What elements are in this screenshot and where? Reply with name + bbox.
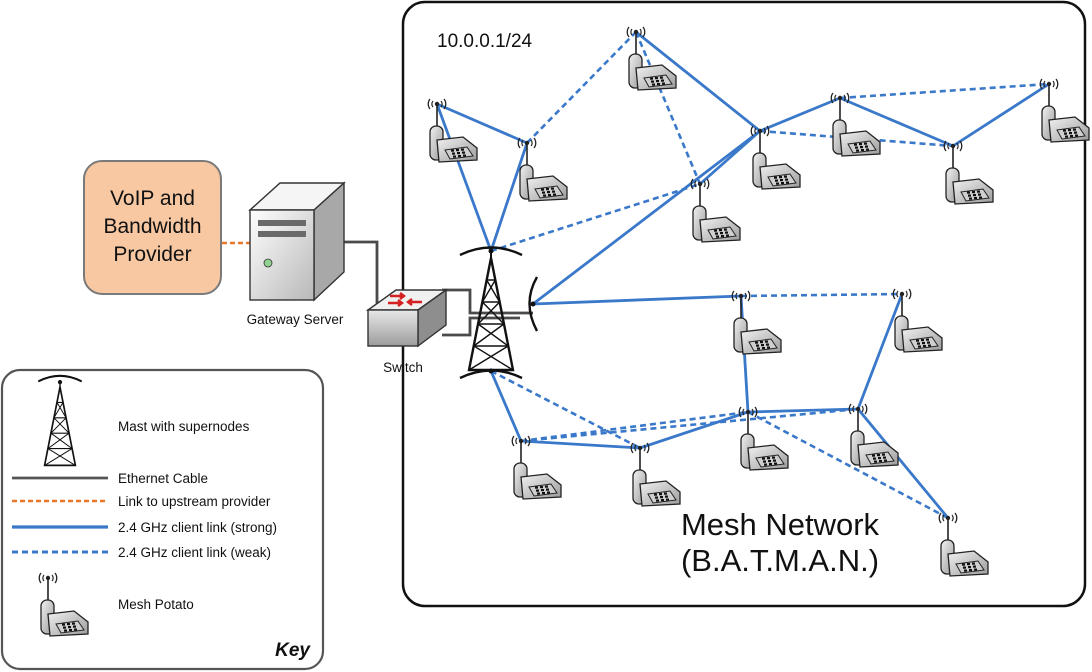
key-ethernet-label: Ethernet Cable [118, 471, 208, 486]
weak-link-b-c [526, 31, 637, 144]
weak-link-e-g [759, 129, 954, 148]
gateway-server-label: Gateway Server [247, 312, 344, 327]
weak-link-mb-l [490, 369, 641, 450]
weak-link-k-n [520, 407, 859, 443]
switch-label: Switch [383, 360, 423, 375]
weak-link-f-h [839, 82, 1050, 100]
strong-link-mr-i [532, 294, 742, 306]
strong-link-mr-e [532, 129, 761, 306]
network-switch-icon [365, 288, 449, 348]
strong-link-k-l [520, 439, 641, 450]
key-weak-label: 2.4 GHz client link (weak) [118, 545, 271, 560]
subnet-label: 10.0.0.1/24 [437, 31, 533, 52]
weak-link-k-m [520, 410, 749, 443]
provider-label-line2: Bandwidth [103, 215, 201, 238]
radio-mast-icon [459, 246, 539, 380]
strong-link-a-mt [435, 103, 493, 252]
links-layer [435, 30, 1050, 520]
mesh-network-subtitle: (B.A.T.M.A.N.) [681, 543, 879, 578]
strong-link-g-h [952, 82, 1050, 148]
ethernet-cable-switch-mast-b [442, 316, 520, 337]
strong-link-n-o [856, 408, 950, 519]
strong-link-d-e [699, 129, 761, 186]
key-panel: Mast with supernodes Ethernet Cable Link… [0, 368, 325, 671]
provider-label-line3: Provider [113, 243, 191, 266]
weak-link-c-d [634, 31, 702, 185]
key-strong-label: 2.4 GHz client link (strong) [118, 520, 277, 535]
weak-link-mt-d [490, 182, 701, 253]
key-mast-label: Mast with supernodes [118, 419, 250, 434]
strong-link-l-m [639, 410, 749, 450]
weak-link-m-o [747, 410, 949, 520]
key-upstream-label: Link to upstream provider [118, 494, 271, 509]
provider-label-line1: VoIP and [110, 187, 195, 210]
strong-link-e-f [759, 96, 841, 133]
voip-provider-box: VoIP and Bandwidth Provider [83, 160, 222, 295]
key-mast-icon [37, 374, 83, 467]
weak-link-i-j [740, 292, 903, 298]
strong-link-j-n [856, 293, 904, 410]
server-tower-icon [248, 181, 346, 302]
strong-link-a-b [436, 102, 528, 145]
strong-link-mb-k [489, 370, 523, 442]
key-potato-label: Mesh Potato [118, 597, 194, 612]
key-title: Key [275, 640, 311, 661]
strong-link-c-e [635, 30, 761, 133]
mesh-network-title: Mesh Network [681, 507, 880, 542]
strong-link-f-g [839, 96, 954, 148]
strong-link-b-mt [489, 142, 529, 252]
